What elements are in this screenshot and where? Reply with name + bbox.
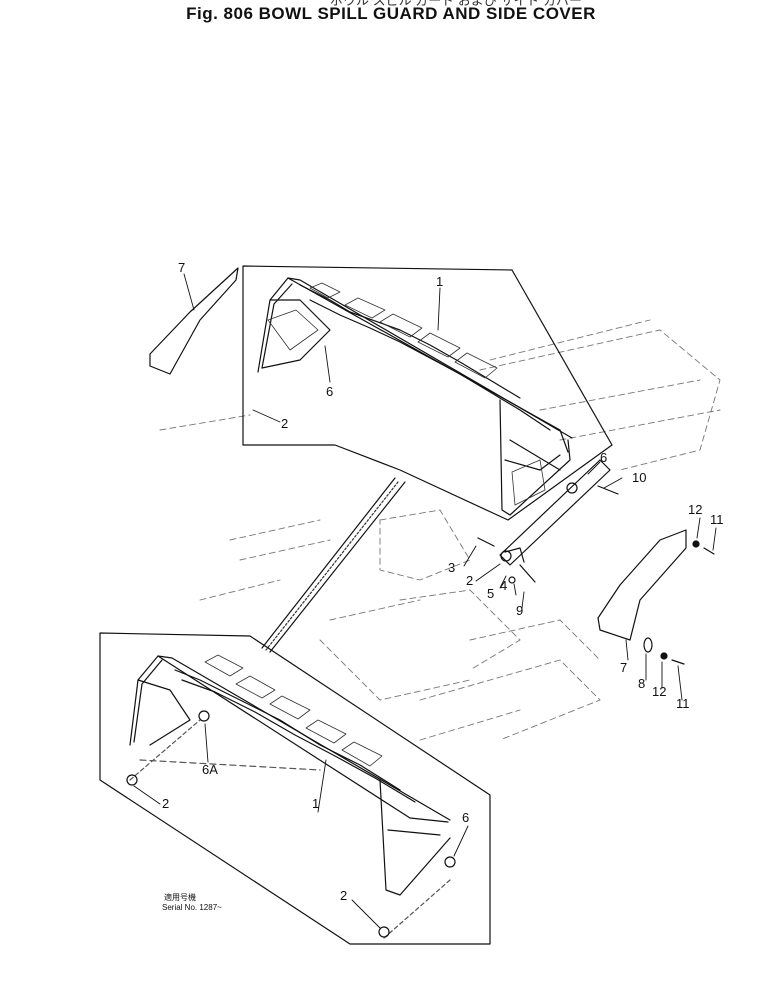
lower-spill-guard (126, 654, 456, 939)
leader-lines (133, 273, 717, 929)
hinge-bracket (477, 459, 619, 584)
callout-2-hinge: 2 (466, 573, 473, 588)
callout-10: 10 (632, 470, 646, 485)
callout-6-lower: 6 (462, 810, 469, 825)
callout-5: 5 (487, 586, 494, 601)
page-title: Fig. 806 BOWL SPILL GUARD AND SIDE COVER (186, 4, 596, 23)
callout-12-lower: 12 (652, 684, 666, 699)
callout-1-lower: 1 (312, 796, 319, 811)
serial-label-jp: 適用号機 (164, 892, 196, 902)
callout-2-lower-left: 2 (162, 796, 169, 811)
callout-7-right: 7 (620, 660, 627, 675)
serial-number: Serial No. 1287~ (162, 903, 222, 912)
title-japanese: ボウル スピル ガード および サイド カバー (330, 0, 583, 8)
lower-assembly-frame (99, 632, 491, 945)
upper-side-cover (149, 267, 239, 375)
right-side-cover (597, 529, 687, 641)
callout-9: 9 (516, 603, 523, 618)
callout-12-right: 12 (688, 502, 702, 517)
callout-6-upper: 6 (326, 384, 333, 399)
callout-1-upper: 1 (436, 274, 443, 289)
callout-6-hinge: 6 (600, 450, 607, 465)
callout-3: 3 (448, 560, 455, 575)
rubber-seal-strip (261, 477, 406, 653)
callout-11-right: 11 (710, 512, 724, 527)
callout-2-lower: 2 (340, 888, 347, 903)
upper-spill-guard (257, 277, 573, 516)
machine-body-ghost (159, 319, 721, 741)
callout-2-upper: 2 (281, 416, 288, 431)
callout-11-lower: 11 (676, 696, 690, 711)
callout-6A: 6A (202, 762, 218, 777)
callout-4: 4 (500, 578, 507, 593)
upper-assembly-frame (242, 265, 613, 521)
callout-7-upper: 7 (178, 260, 185, 275)
callout-8: 8 (638, 676, 645, 691)
right-side-cover-hardware (643, 540, 715, 665)
